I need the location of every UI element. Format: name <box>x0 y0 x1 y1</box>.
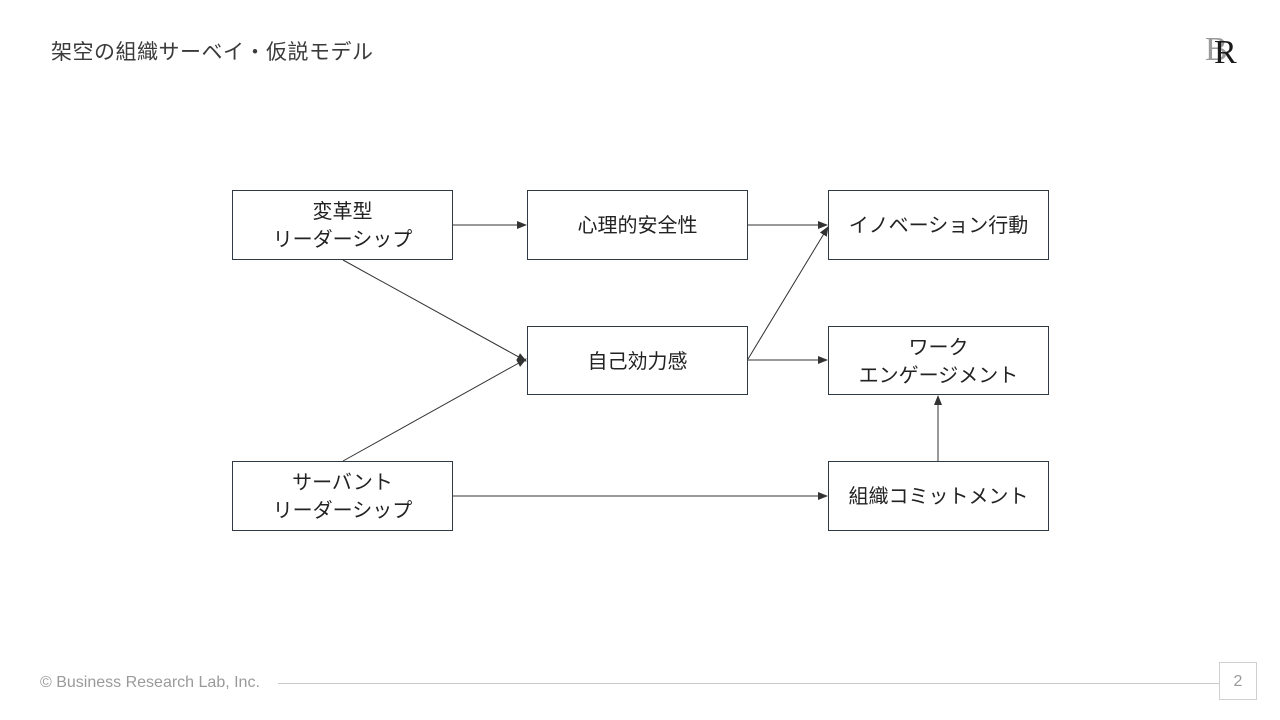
node-innovation-behavior: イノベーション行動 <box>828 190 1049 260</box>
page-title: 架空の組織サーベイ・仮説モデル <box>51 40 374 64</box>
footer-divider <box>278 683 1220 684</box>
footer-copyright: © Business Research Lab, Inc. <box>40 674 260 691</box>
svg-text:R: R <box>1214 34 1237 66</box>
node-self-efficacy: 自己効力感 <box>527 326 748 395</box>
node-servant-leadership: サーバント リーダーシップ <box>232 461 453 531</box>
node-psychological-safety: 心理的安全性 <box>527 190 748 260</box>
node-organizational-commitment: 組織コミットメント <box>828 461 1049 531</box>
edge-servant-to-self-efficacy <box>342 358 527 462</box>
page-number: 2 <box>1219 662 1257 700</box>
svg-text:B: B <box>1205 31 1228 66</box>
edge-transformational-to-self-efficacy <box>342 259 527 362</box>
edge-self-efficacy-to-innovation <box>747 226 829 360</box>
node-transformational-leadership: 変革型 リーダーシップ <box>232 190 453 260</box>
node-work-engagement: ワーク エンゲージメント <box>828 326 1049 395</box>
company-logo-icon: B R <box>1205 31 1237 66</box>
